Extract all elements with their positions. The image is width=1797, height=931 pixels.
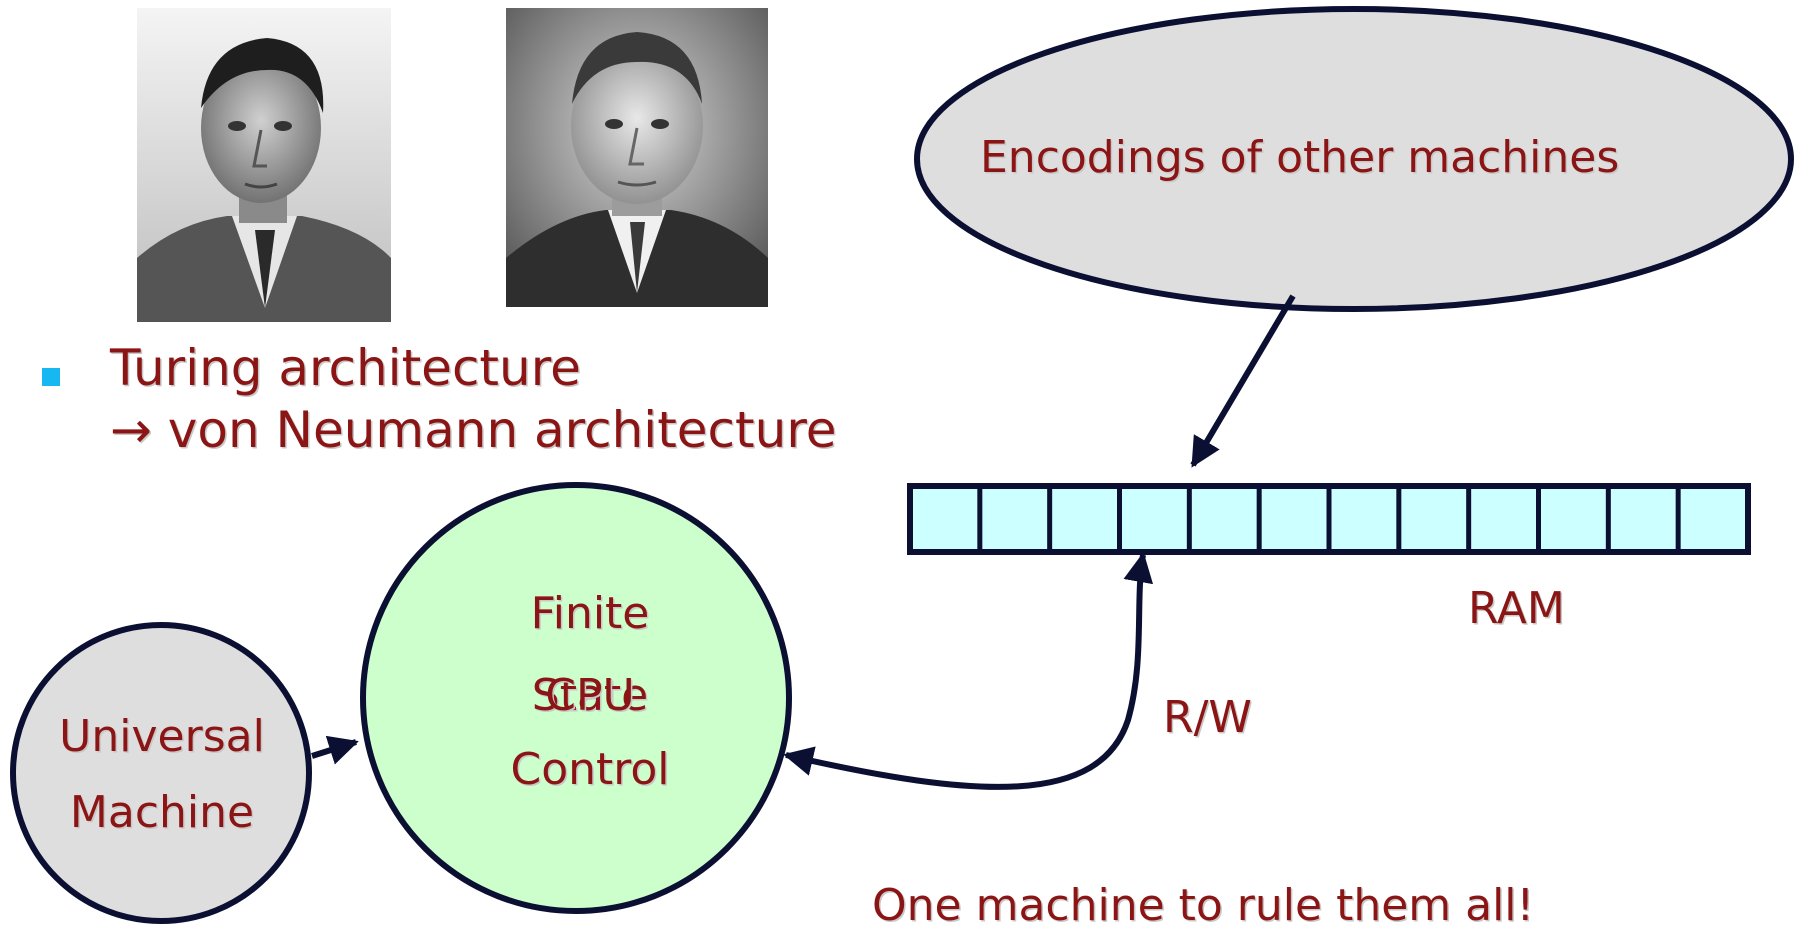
ram-tape (907, 483, 1751, 555)
bullet-marker (42, 368, 60, 386)
encodings-arrow (1190, 294, 1296, 468)
encodings-ellipse (914, 6, 1794, 312)
portrait-turing (137, 8, 391, 322)
fsc-label-state: State (531, 670, 649, 721)
universal-label-1: Universal (59, 711, 265, 762)
rw-label: R/W (1163, 692, 1252, 743)
fsc-label-finite: Finite (530, 588, 650, 639)
fsc-label-control: Control (510, 744, 670, 795)
portrait-von-neumann (506, 8, 768, 307)
universal-to-fsc-arrow (311, 735, 359, 765)
tagline: One machine to rule them all! (872, 880, 1535, 931)
universal-machine-circle (10, 622, 312, 924)
bullet-line-2: → von Neumann architecture (110, 401, 837, 459)
universal-label-2: Machine (69, 787, 255, 838)
encodings-label: Encodings of other machines (980, 132, 1620, 183)
ram-label: RAM (1468, 583, 1565, 634)
rw-arrow (783, 552, 1154, 790)
cpu-label: CPU (545, 670, 635, 721)
bullet-line-1: Turing architecture (110, 339, 581, 397)
